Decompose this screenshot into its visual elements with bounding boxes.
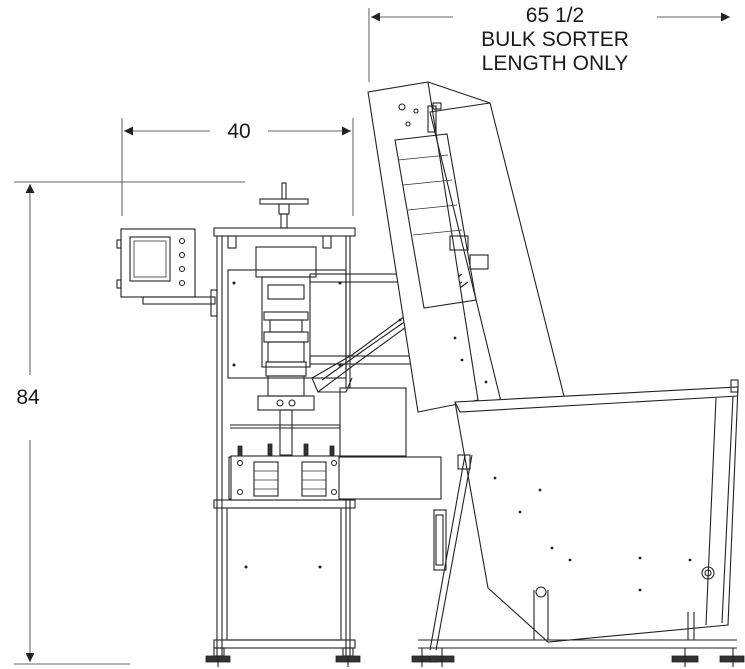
capping-head <box>227 235 347 456</box>
sorter-note-line1: BULK SORTER <box>453 28 657 52</box>
dimension-width-label: 40 <box>218 120 260 144</box>
dimension-height-label: 84 <box>6 386 50 410</box>
elevator <box>367 81 569 419</box>
dimension-width <box>121 118 354 216</box>
dimension-height <box>14 181 245 665</box>
conveyor-section <box>228 387 442 501</box>
bulk-sorter-hopper <box>454 379 739 643</box>
hopper-base <box>411 454 745 667</box>
dimension-sorter-label: 65 1/2 BULK SORTER LENGTH ONLY <box>453 4 657 76</box>
dimension-sorter <box>368 8 730 82</box>
sorter-length-value: 65 1/2 <box>453 4 657 28</box>
capper-frame <box>205 227 361 667</box>
handwheel <box>259 182 309 229</box>
control-panel <box>116 228 218 317</box>
sorter-note-line2: LENGTH ONLY <box>453 52 657 76</box>
